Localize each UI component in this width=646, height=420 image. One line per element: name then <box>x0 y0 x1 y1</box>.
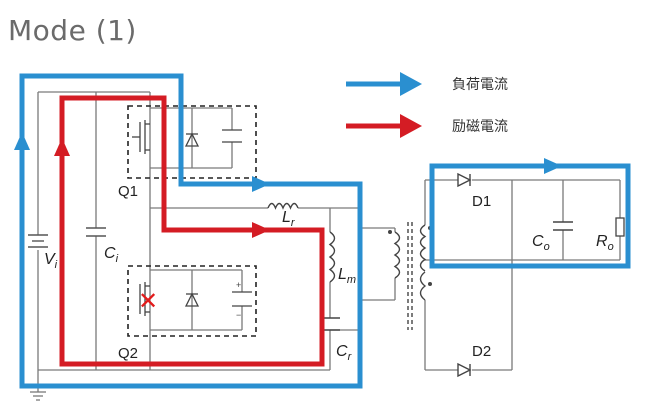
ro-label-sub: o <box>608 241 614 253</box>
page-title: Mode (1) <box>8 14 137 47</box>
load-current-path-primary <box>19 73 363 389</box>
ci-label-main: C <box>104 245 116 262</box>
cr-label-sub: r <box>348 351 353 363</box>
lr-inductor <box>267 202 299 210</box>
co-label: Co <box>532 233 550 253</box>
excitation-current-arrow-left <box>54 138 70 156</box>
lr-label-sub: r <box>291 217 296 229</box>
ci-label: Ci <box>104 245 119 265</box>
input-voltage-source <box>28 234 48 248</box>
ci-label-sub: i <box>116 253 119 265</box>
co-label-main: C <box>532 233 544 250</box>
lm-label: Lm <box>338 266 356 286</box>
q1-label: Q1 <box>118 183 138 200</box>
lm-label-sub: m <box>347 274 356 286</box>
legend: 負荷電流 励磁電流 <box>346 72 508 138</box>
d2-diode <box>457 362 472 378</box>
co-capacitor <box>553 221 573 231</box>
legend-label-load: 負荷電流 <box>452 77 508 93</box>
d1-diode <box>457 172 472 188</box>
ci-capacitor <box>86 227 106 237</box>
ro-resistor <box>615 217 625 237</box>
svg-text:−: − <box>236 310 241 320</box>
polarity-dot-primary <box>388 230 392 234</box>
cr-label: Cr <box>336 343 353 363</box>
vi-label-sub: i <box>55 259 58 271</box>
ro-label: Ro <box>596 233 614 253</box>
cr-label-main: C <box>336 343 348 360</box>
q2-off-marker: ✕ <box>138 287 158 315</box>
q2-label: Q2 <box>118 345 138 362</box>
lr-label-main: L <box>282 209 291 226</box>
transformer <box>393 222 427 330</box>
lm-label-main: L <box>338 266 347 283</box>
legend-arrow-excitation <box>400 114 422 138</box>
lm-inductor <box>328 231 336 283</box>
lr-label: Lr <box>282 209 296 229</box>
legend-arrow-load <box>400 72 422 96</box>
load-current-arrow-top <box>252 176 270 192</box>
load-current-arrow-left <box>14 132 30 150</box>
load-current-path-secondary <box>429 163 631 269</box>
excitation-current-arrow-mid <box>252 222 270 238</box>
vi-label-main: V <box>44 251 56 268</box>
q1-switch <box>127 105 257 179</box>
co-label-sub: o <box>544 241 550 253</box>
polarity-dot-lower <box>428 282 432 286</box>
legend-label-excitation: 励磁電流 <box>452 119 508 135</box>
d1-label: D1 <box>472 193 491 210</box>
ro-label-main: R <box>596 233 608 250</box>
excitation-current-path <box>59 95 325 367</box>
svg-text:+: + <box>236 280 241 290</box>
d2-label: D2 <box>472 343 491 360</box>
q2-switch: + − <box>127 265 257 337</box>
load-current-arrow-secondary <box>544 158 562 174</box>
vi-label: Vi <box>44 251 58 271</box>
